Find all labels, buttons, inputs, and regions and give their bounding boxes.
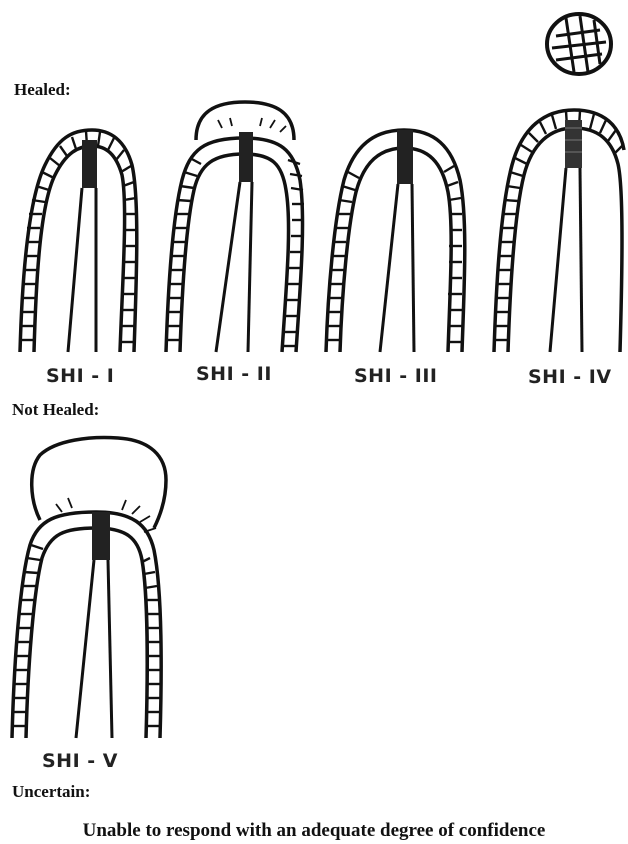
graft-mesh-icon <box>547 14 611 74</box>
section-uncertain-heading: Uncertain: <box>12 782 90 802</box>
label-shi-1: SHI - I <box>46 365 114 387</box>
label-shi-2: SHI - II <box>196 363 272 385</box>
shi-3-illustration <box>326 130 465 352</box>
shi-2-graft <box>239 132 253 182</box>
shi-4-illustration <box>494 110 624 352</box>
shi-1-illustration <box>20 130 137 352</box>
shi-3-graft <box>397 130 413 184</box>
label-shi-3: SHI - III <box>354 365 437 387</box>
shi-4-hatch <box>495 111 622 340</box>
shi-5-illustration <box>12 438 166 738</box>
shi-4-graft <box>565 120 582 168</box>
label-shi-5: SHI - V <box>42 750 118 772</box>
shi-2-illustration <box>166 102 304 352</box>
uncertain-description: Unable to respond with an adequate degre… <box>0 820 628 842</box>
shi-1-graft <box>82 140 97 188</box>
section-healed-heading: Healed: <box>14 80 71 100</box>
shi-5-graft <box>92 512 110 560</box>
section-not-healed-heading: Not Healed: <box>12 400 99 420</box>
label-shi-4: SHI - IV <box>528 366 612 388</box>
